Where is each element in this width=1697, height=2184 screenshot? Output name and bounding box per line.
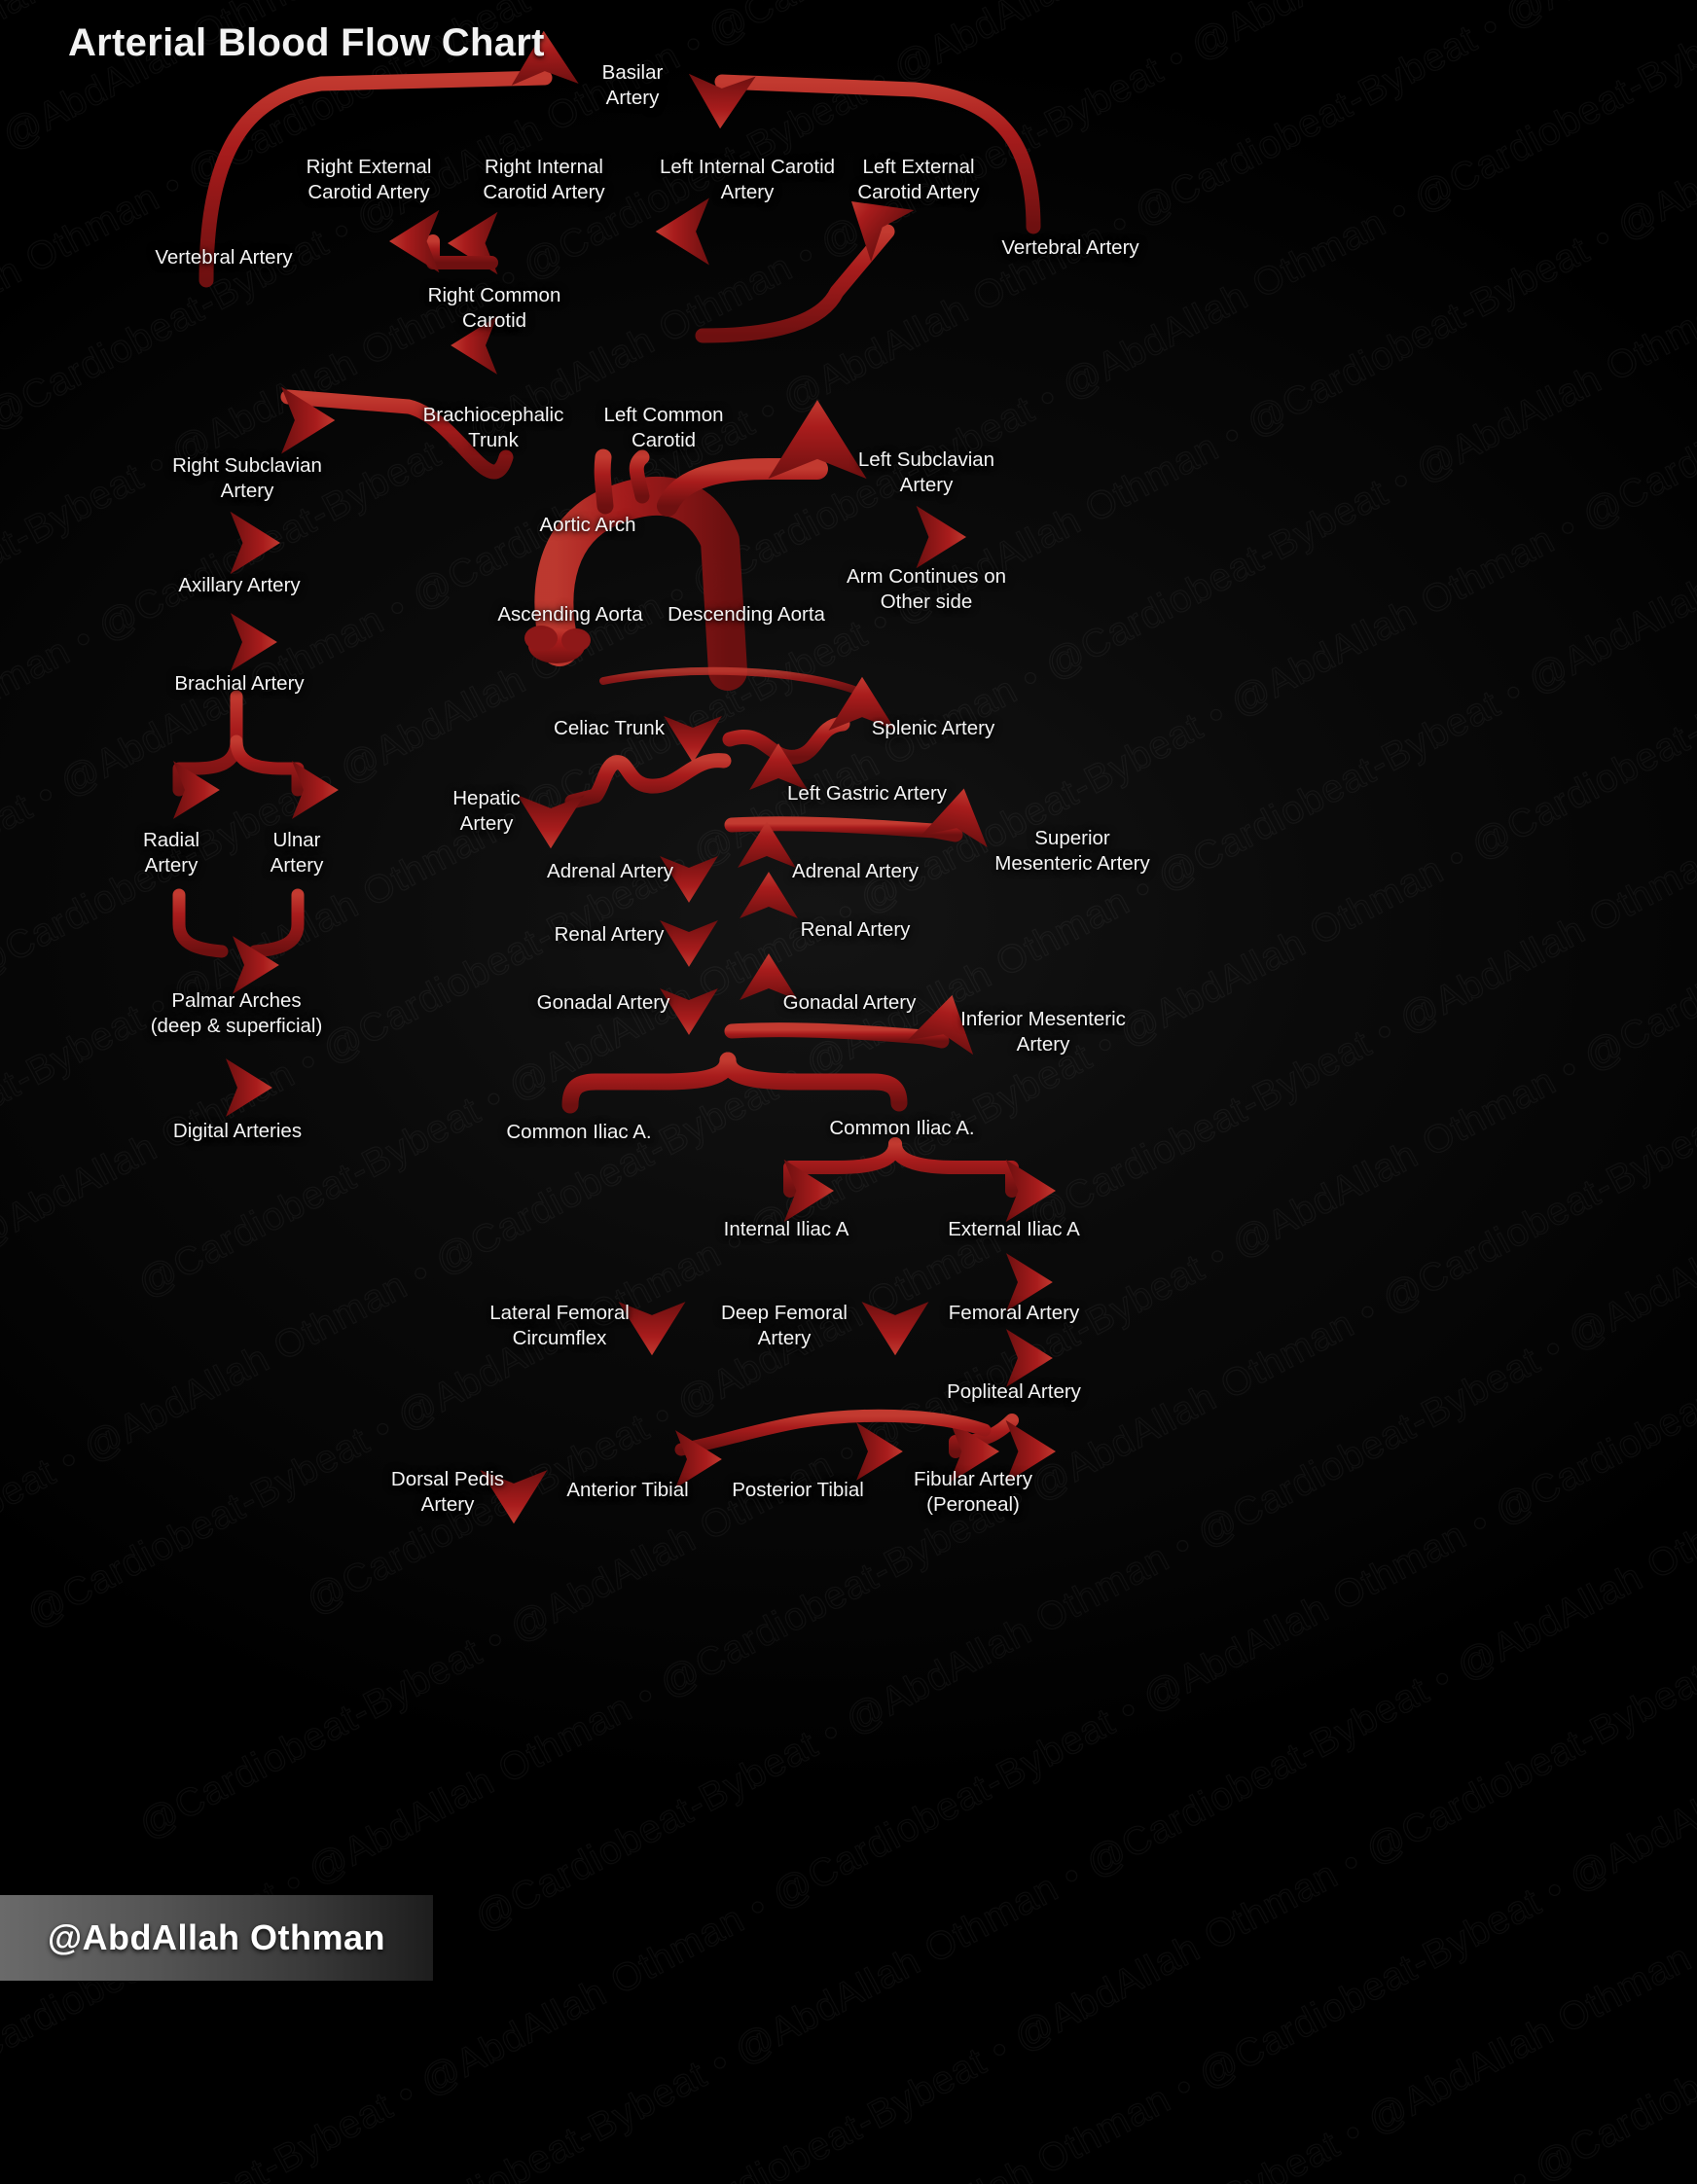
- artery-label-internal-iliac-artery: Internal Iliac A: [723, 1218, 849, 1240]
- watermark-row: @Cardiobeat-Bybeat • @AbdAllah Othman • …: [0, 0, 1697, 1214]
- watermark-row: @Cardiobeat-Bybeat • @AbdAllah Othman • …: [0, 0, 1697, 1003]
- author-signature-bar: @AbdAllah Othman: [0, 1895, 433, 1981]
- watermark-row: @Cardiobeat-Bybeat • @AbdAllah Othman • …: [467, 0, 1697, 1941]
- artery-label-ascending-aorta: Ascending Aorta: [497, 603, 643, 626]
- artery-label-left-internal-carotid: Left Internal Carotid Artery: [659, 156, 836, 203]
- artery-label-left-subclavian-artery: Left Subclavian Artery: [857, 448, 995, 496]
- watermark-row: @Cardiobeat-Bybeat • @AbdAllah Othman • …: [0, 0, 1697, 1456]
- artery-label-posterior-tibial: Posterior Tibial: [732, 1479, 864, 1501]
- artery-label-fibular-artery: Fibular Artery (Peroneal): [914, 1468, 1032, 1516]
- artery-label-basilar-artery: Basilar Artery: [601, 61, 664, 109]
- artery-label-right-subclavian-artery: Right Subclavian Artery: [172, 454, 322, 502]
- watermark-row: @Cardiobeat-Bybeat • @AbdAllah Othman • …: [131, 0, 1697, 1847]
- artery-label-right-internal-carotid: Right Internal Carotid Artery: [483, 156, 605, 203]
- artery-label-deep-femoral-artery: Deep Femoral Artery: [721, 1302, 848, 1349]
- artery-label-external-iliac-artery: External Iliac A: [948, 1218, 1080, 1240]
- watermark-row: @Cardiobeat-Bybeat • @AbdAllah Othman • …: [0, 0, 1697, 823]
- artery-label-axillary-artery: Axillary Artery: [178, 574, 301, 596]
- watermark-row: @Cardiobeat-Bybeat • @AbdAllah Othman • …: [804, 237, 1697, 2184]
- watermark-row: @Cardiobeat-Bybeat • @AbdAllah Othman • …: [635, 0, 1697, 2184]
- artery-label-hepatic-artery: Hepatic Artery: [452, 787, 521, 835]
- artery-label-aortic-arch: Aortic Arch: [539, 514, 636, 536]
- artery-label-superior-mesenteric-artery: Superior Mesenteric Artery: [994, 827, 1150, 875]
- watermark-row: @Cardiobeat-Bybeat • @AbdAllah Othman • …: [42, 0, 1697, 2184]
- artery-label-gonadal-artery-right: Gonadal Artery: [782, 991, 917, 1014]
- artery-label-radial-artery: Radial Artery: [142, 829, 200, 877]
- artery-label-arm-continues-other-side: Arm Continues on Other side: [846, 565, 1007, 613]
- artery-label-lateral-femoral-circumflex: Lateral Femoral Circumflex: [489, 1302, 630, 1349]
- artery-label-femoral-artery: Femoral Artery: [948, 1302, 1080, 1324]
- artery-label-renal-artery-left: Renal Artery: [554, 923, 665, 946]
- artery-label-adrenal-artery-right: Adrenal Artery: [792, 860, 919, 882]
- artery-label-palmar-arches: Palmar Arches (deep & superficial): [150, 989, 323, 1037]
- artery-label-left-common-carotid: Left Common Carotid: [603, 404, 724, 451]
- artery-label-gonadal-artery-left: Gonadal Artery: [536, 991, 670, 1014]
- artery-label-digital-arteries: Digital Arteries: [172, 1120, 303, 1142]
- watermark-row: @Cardiobeat-Bybeat • @AbdAllah Othman • …: [130, 0, 1697, 1307]
- artery-label-dorsal-pedis-artery: Dorsal Pedis Artery: [390, 1468, 505, 1516]
- artery-label-vertebral-artery-right: Vertebral Artery: [155, 246, 293, 269]
- watermark-row: @Cardiobeat-Bybeat • @AbdAllah Othman • …: [0, 0, 1697, 612]
- artery-label-descending-aorta: Descending Aorta: [668, 603, 825, 626]
- watermark-row: @Cardiobeat-Bybeat • @AbdAllah Othman • …: [356, 0, 1697, 2184]
- artery-label-popliteal-artery: Popliteal Artery: [947, 1380, 1081, 1403]
- artery-label-common-iliac-left: Common Iliac A.: [506, 1121, 652, 1143]
- artery-label-left-external-carotid: Left External Carotid Artery: [857, 156, 980, 203]
- artery-label-adrenal-artery-left: Adrenal Artery: [547, 860, 673, 882]
- artery-label-brachiocephalic-trunk: Brachiocephalic Trunk: [422, 404, 564, 451]
- artery-label-ulnar-artery: Ulnar Artery: [270, 829, 324, 877]
- watermark-row: @Cardiobeat-Bybeat • @AbdAllah Othman • …: [379, 598, 1697, 2184]
- author-signature-text: @AbdAllah Othman: [47, 1917, 386, 1957]
- artery-label-left-gastric-artery: Left Gastric Artery: [786, 782, 948, 805]
- watermark-row: @Cardiobeat-Bybeat • @AbdAllah Othman • …: [436, 567, 1697, 2184]
- artery-label-anterior-tibial: Anterior Tibial: [566, 1479, 689, 1501]
- artery-label-vertebral-artery-left: Vertebral Artery: [1001, 236, 1139, 259]
- artery-label-right-common-carotid: Right Common Carotid: [427, 284, 561, 332]
- watermark-row: @Cardiobeat-Bybeat • @AbdAllah Othman • …: [267, 387, 1697, 2184]
- page-title: Arterial Blood Flow Chart: [68, 21, 545, 64]
- watermark-row: @Cardiobeat-Bybeat • @AbdAllah Othman • …: [299, 0, 1697, 1624]
- artery-label-right-external-carotid: Right External Carotid Artery: [306, 156, 432, 203]
- artery-label-splenic-artery: Splenic Artery: [871, 717, 995, 739]
- artery-label-renal-artery-right: Renal Artery: [800, 918, 911, 941]
- artery-label-common-iliac-right: Common Iliac A.: [829, 1117, 975, 1139]
- artery-label-celiac-trunk: Celiac Trunk: [554, 717, 665, 739]
- watermark-row: @Cardiobeat-Bybeat • @AbdAllah Othman • …: [0, 0, 1697, 1245]
- artery-label-brachial-artery: Brachial Artery: [174, 672, 305, 695]
- watermark-row: @Cardiobeat-Bybeat • @AbdAllah Othman • …: [18, 0, 1697, 1636]
- artery-label-inferior-mesenteric-artery: Inferior Mesenteric Artery: [960, 1008, 1126, 1056]
